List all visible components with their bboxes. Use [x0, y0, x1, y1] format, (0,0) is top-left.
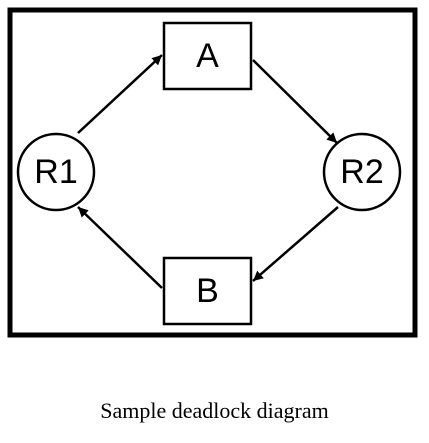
edge-a-to-r2: [252, 59, 338, 144]
resource-node-r1: R1: [16, 132, 96, 212]
edge-b-to-r1: [77, 206, 163, 289]
node-label-r1: R1: [34, 153, 77, 191]
process-node-b: B: [162, 256, 253, 326]
edge-r2-to-b: [252, 206, 339, 282]
resource-node-r2: R2: [322, 132, 402, 212]
diagram-frame: [7, 7, 418, 338]
edge-r1-to-a: [77, 54, 163, 134]
node-label-b: B: [196, 272, 219, 310]
node-label-a: A: [196, 37, 219, 75]
process-node-a: A: [162, 21, 253, 91]
figure-caption: Sample deadlock diagram: [100, 398, 329, 423]
node-label-r2: R2: [340, 153, 383, 191]
deadlock-diagram: A B R1 R2: [7, 7, 418, 338]
